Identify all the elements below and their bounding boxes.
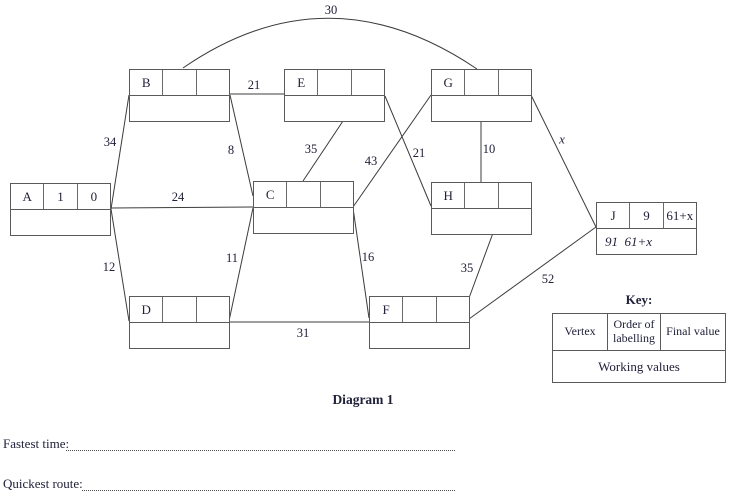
edge-weight-b-g: 30 [324, 2, 338, 17]
vertex-working: 91 61+x [605, 233, 653, 249]
vertex-order [287, 182, 321, 207]
edge-line-f-j [468, 226, 597, 320]
vertex-order [465, 70, 499, 95]
vertex-final: 0 [90, 189, 98, 204]
key-working-cell: Working values [598, 358, 680, 374]
edge-weight-a-b: 34 [103, 134, 117, 149]
vertex-working [370, 323, 469, 348]
edge-line-d-c [228, 207, 254, 322]
vertex-box-c: C [253, 181, 354, 234]
edge-line-h-f [468, 232, 494, 299]
key-title: Key: [625, 292, 653, 307]
vertex-row: B [130, 70, 229, 96]
vertex-box-e: E [284, 69, 385, 122]
vertex-label: A [11, 184, 45, 209]
vertex-order [465, 183, 499, 208]
vertex-order [318, 70, 352, 95]
vertex-row: A 1 0 [11, 184, 110, 210]
vertex-order [163, 70, 197, 95]
vertex-working [130, 96, 229, 121]
vertex-working [285, 96, 384, 121]
edge-weight-g-j: x [559, 131, 565, 147]
vertex-working [254, 208, 353, 233]
edge-weight-e-c: 35 [304, 141, 318, 156]
vertex-order [163, 297, 197, 322]
edge-weight-d-c: 11 [225, 250, 239, 265]
edge-line-c-f [352, 207, 370, 319]
key-order-cell: Order of labelling [608, 314, 661, 350]
vertex-row: E [285, 70, 384, 96]
key-final-cell: Final value [666, 324, 720, 339]
edge-line-b-g [182, 17, 478, 70]
edge-weight-d-f: 31 [296, 325, 310, 340]
vertex-order: 1 [44, 184, 78, 209]
vertex-label: C [254, 182, 288, 207]
edge-weight-b-c: 8 [227, 142, 235, 157]
quickest-route-label: Quickest route: [3, 476, 83, 491]
vertex-label: B [130, 70, 164, 95]
vertex-box-d: D [129, 296, 230, 349]
edge-weight-h-f: 35 [460, 260, 474, 275]
edge-weight-f-j: 52 [541, 271, 555, 286]
edge-line-e-h [384, 95, 432, 207]
edge-line-e-c [302, 120, 344, 182]
vertex-label: D [130, 297, 164, 322]
vertex-order: 9 [630, 203, 664, 228]
edge-weight-g-h: 10 [482, 141, 496, 156]
vertex-final [352, 70, 384, 95]
edge-weight-a-c: 24 [171, 189, 185, 204]
edge-weight-a-d: 12 [102, 259, 116, 274]
vertex-working [130, 323, 229, 348]
key-header-row: Vertex Order of labelling Final value [553, 314, 725, 351]
vertex-final [437, 297, 469, 322]
vertex-row: D [130, 297, 229, 323]
vertex-row: C [254, 182, 353, 208]
vertex-box-g: G [431, 69, 532, 122]
vertex-box-f: F [369, 296, 470, 349]
vertex-box-a: A 1 0 [10, 183, 111, 236]
vertex-final [499, 183, 531, 208]
edge-line-a-b [110, 94, 130, 210]
fastest-time-blank [66, 442, 455, 451]
vertex-label: J [597, 203, 631, 228]
vertex-final [499, 70, 531, 95]
quickest-route-blank [82, 482, 455, 491]
vertex-final [197, 70, 229, 95]
edge-weight-e-h: 21 [412, 145, 426, 160]
key-table: Vertex Order of labelling Final value Wo… [552, 313, 726, 383]
vertex-working [11, 210, 110, 235]
vertex-final: 61+x [666, 208, 694, 223]
edge-weight-c-g: 43 [364, 153, 378, 168]
vertex-row: G [432, 70, 531, 96]
vertex-working [432, 96, 531, 121]
edge-line-b-c [229, 94, 254, 197]
fastest-time-label: Fastest time: [3, 436, 70, 451]
vertex-working [432, 209, 531, 234]
edge-line-a-d [110, 208, 130, 322]
vertex-final [321, 182, 353, 207]
edge-weight-b-e: 21 [247, 77, 261, 92]
edge-line-c-g [352, 94, 432, 208]
edge-line-a-c [110, 206, 254, 209]
edge-weight-c-f: 16 [361, 249, 375, 264]
vertex-row: F [370, 297, 469, 323]
vertex-box-h: H [431, 182, 532, 235]
edge-line-g-j [530, 94, 597, 228]
vertex-row: H [432, 183, 531, 209]
vertex-label: H [432, 183, 466, 208]
vertex-box-j: J 9 61+x 91 61+x [596, 202, 697, 255]
vertex-order [403, 297, 437, 322]
vertex-final [197, 297, 229, 322]
vertex-label: G [432, 70, 466, 95]
vertex-label: E [285, 70, 319, 95]
vertex-label: F [370, 297, 404, 322]
diagram-caption: Diagram 1 [332, 392, 394, 407]
vertex-box-b: B [129, 69, 230, 122]
vertex-row: J 9 61+x [597, 203, 696, 229]
key-vertex-cell: Vertex [553, 314, 608, 350]
